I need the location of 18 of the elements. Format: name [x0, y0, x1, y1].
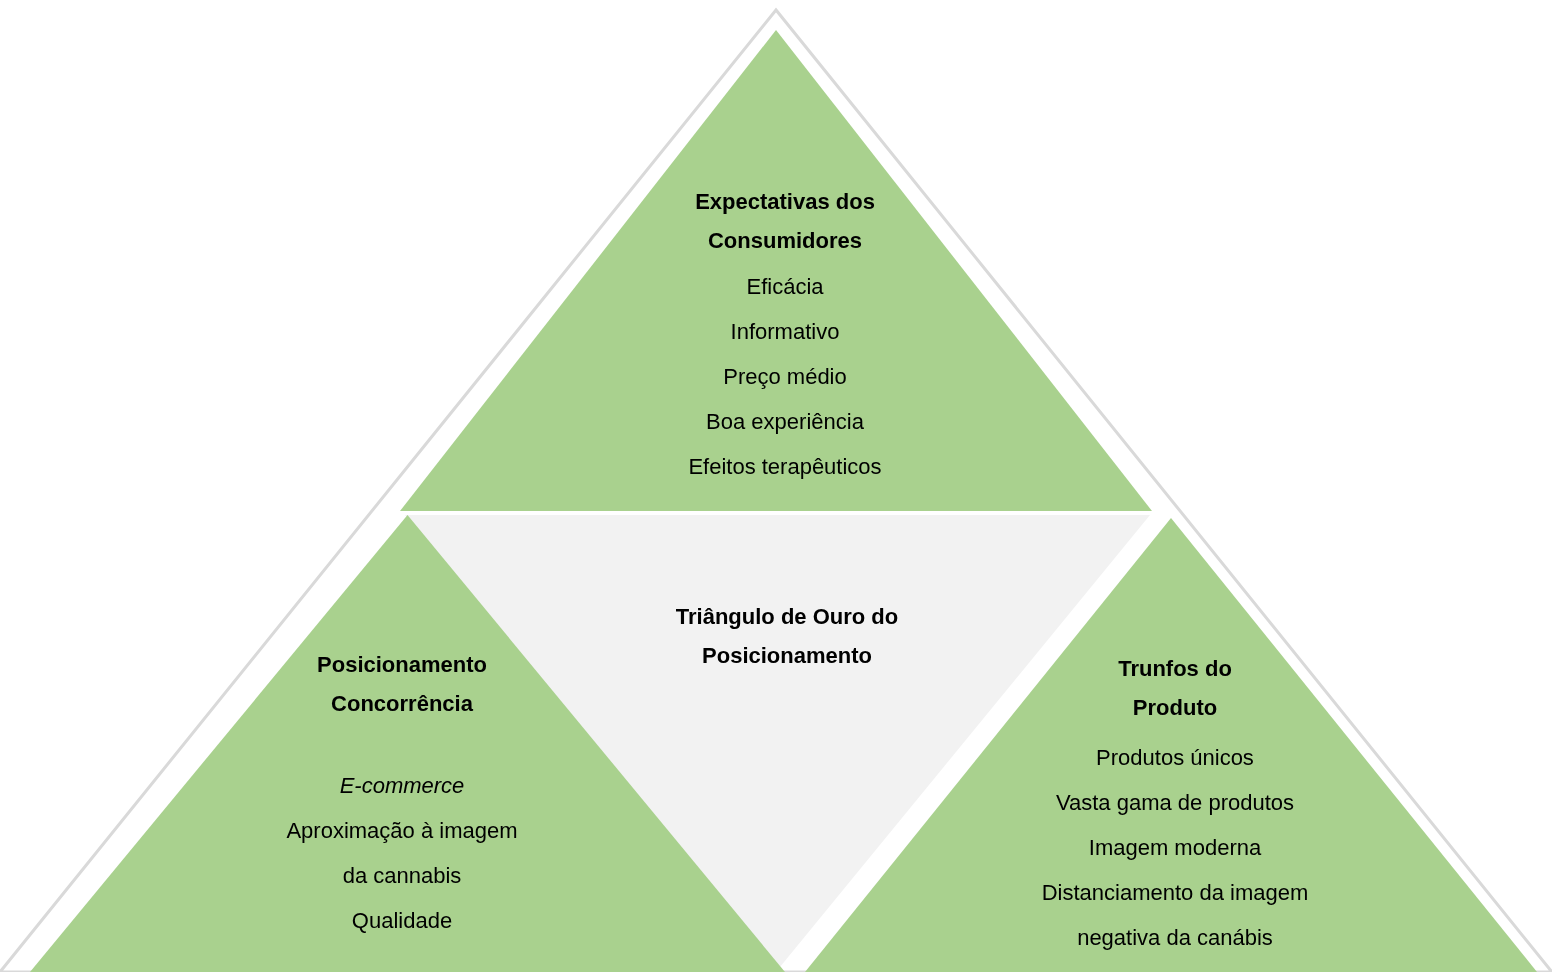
panel-heading: Trunfos do Produto [1117, 655, 1233, 722]
panel-heading: Posicionamento Concorrência [316, 651, 488, 718]
triangle-panel [400, 30, 1152, 511]
list-item: Vasta gama de produtos [1054, 789, 1296, 817]
list-item: E-commerce [338, 772, 466, 800]
list-item: Preço médio [722, 363, 848, 391]
list-item: Imagem moderna [1087, 834, 1263, 862]
panel-heading: Triângulo de Ouro do Posicionamento [674, 603, 900, 670]
list-item: Qualidade [350, 907, 454, 935]
list-item: Informativo [729, 318, 841, 346]
pyramid-outline [0, 10, 1552, 972]
list-item: Boa experiência [705, 408, 865, 436]
panel-heading: Expectativas dos Consumidores [694, 188, 876, 255]
list-item: Produtos únicos [1095, 744, 1255, 772]
list-item: Efeitos terapêuticos [687, 453, 883, 481]
list-item: Aproximação à imagem da cannabis [285, 817, 519, 890]
list-item: Distanciamento da imagem negativa da canábis [1040, 879, 1310, 952]
list-item: Eficácia [745, 273, 825, 301]
